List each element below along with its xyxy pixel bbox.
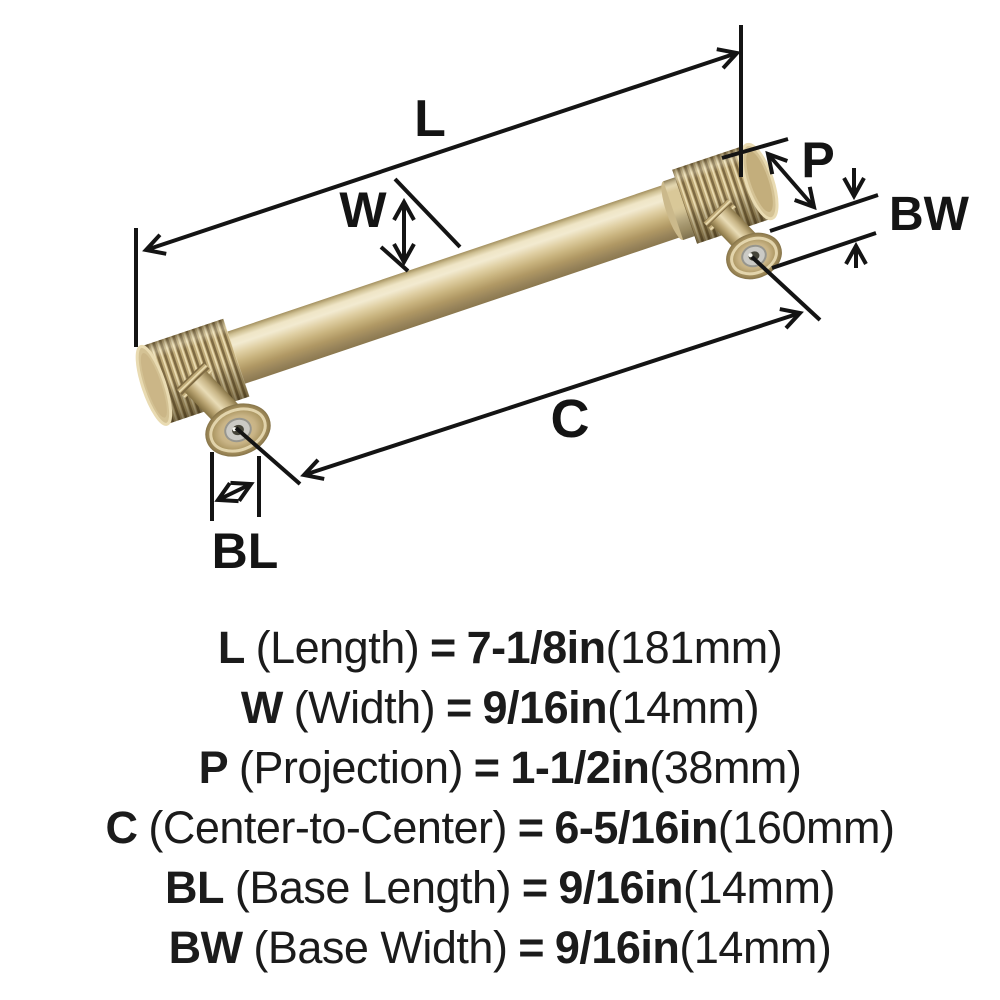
- spec-imperial: 6-5/16in: [554, 802, 718, 853]
- dim-bw-line-top: [769, 193, 879, 233]
- spec-name: (Base Width): [253, 922, 508, 973]
- dim-w-tick-top: [393, 177, 462, 249]
- dim-p-arrow: [765, 150, 817, 211]
- spec-imperial: 7-1/8in: [466, 622, 607, 673]
- spec-equals: =: [430, 622, 456, 673]
- dim-bl-arrow: [214, 480, 255, 504]
- spec-name: (Width): [293, 682, 436, 733]
- label-base-length: BL: [212, 523, 279, 579]
- spec-row-center-to-center: C(Center-to-Center)=6-5/16in(160mm): [0, 798, 1000, 858]
- spec-row-base-width: BW(Base Width)=9/16in(14mm): [0, 918, 1000, 978]
- spec-row-base-length: BL(Base Length)=9/16in(14mm): [0, 858, 1000, 918]
- spec-legend: L(Length)=7-1/8in(181mm) W(Width)=9/16in…: [0, 618, 1000, 978]
- spec-imperial: 9/16in: [482, 682, 608, 733]
- dim-c-line: [300, 307, 804, 481]
- spec-row-projection: P(Projection)=1-1/2in(38mm): [0, 738, 1000, 798]
- spec-row-width: W(Width)=9/16in(14mm): [0, 678, 1000, 738]
- spec-name: (Center-to-Center): [148, 802, 507, 853]
- dim-bw-line-bottom: [771, 231, 877, 270]
- spec-equals: =: [517, 802, 544, 853]
- spec-metric: (160mm): [717, 802, 895, 853]
- left-post-collar: [176, 362, 213, 399]
- label-center-to-center: C: [551, 389, 590, 449]
- spec-metric: (14mm): [682, 862, 836, 913]
- left-cap-face-inner: [140, 353, 167, 418]
- dim-l-line: [142, 47, 741, 256]
- label-width: W: [339, 182, 387, 238]
- dim-p-line: [721, 137, 789, 160]
- dimension-diagram: L W P BW C BL: [134, 25, 970, 579]
- spec-metric: (14mm): [679, 922, 832, 973]
- spec-metric: (181mm): [605, 622, 783, 673]
- spec-name: (Length): [255, 622, 420, 673]
- spec-code: P: [198, 742, 229, 793]
- spec-metric: (38mm): [649, 742, 802, 793]
- spec-metric: (14mm): [607, 682, 760, 733]
- left-base-rim: [209, 407, 267, 453]
- spec-imperial: 1-1/2in: [510, 742, 650, 793]
- spec-row-length: L(Length)=7-1/8in(181mm): [0, 618, 1000, 678]
- label-projection: P: [801, 132, 834, 188]
- handle: [135, 142, 779, 426]
- spec-imperial: 9/16in: [554, 922, 680, 973]
- handle-bar: [219, 180, 696, 387]
- label-length: L: [414, 90, 446, 148]
- spec-equals: =: [473, 742, 500, 793]
- spec-equals: =: [521, 862, 548, 913]
- spec-code: C: [105, 802, 139, 853]
- label-base-width: BW: [889, 188, 970, 241]
- spec-imperial: 9/16in: [558, 862, 683, 913]
- spec-equals: =: [518, 922, 545, 973]
- spec-equals: =: [445, 682, 472, 733]
- spec-code: W: [240, 682, 283, 733]
- right-screw-glint: [748, 253, 753, 258]
- spec-code: BL: [165, 862, 225, 913]
- dim-c-tick-left: [234, 426, 302, 486]
- spec-code: L: [217, 622, 246, 673]
- dim-c-tick-right: [750, 255, 822, 322]
- right-base-rim: [730, 236, 778, 276]
- spec-name: (Base Length): [234, 862, 512, 913]
- spec-code: BW: [168, 922, 243, 973]
- spec-name: (Projection): [238, 742, 464, 793]
